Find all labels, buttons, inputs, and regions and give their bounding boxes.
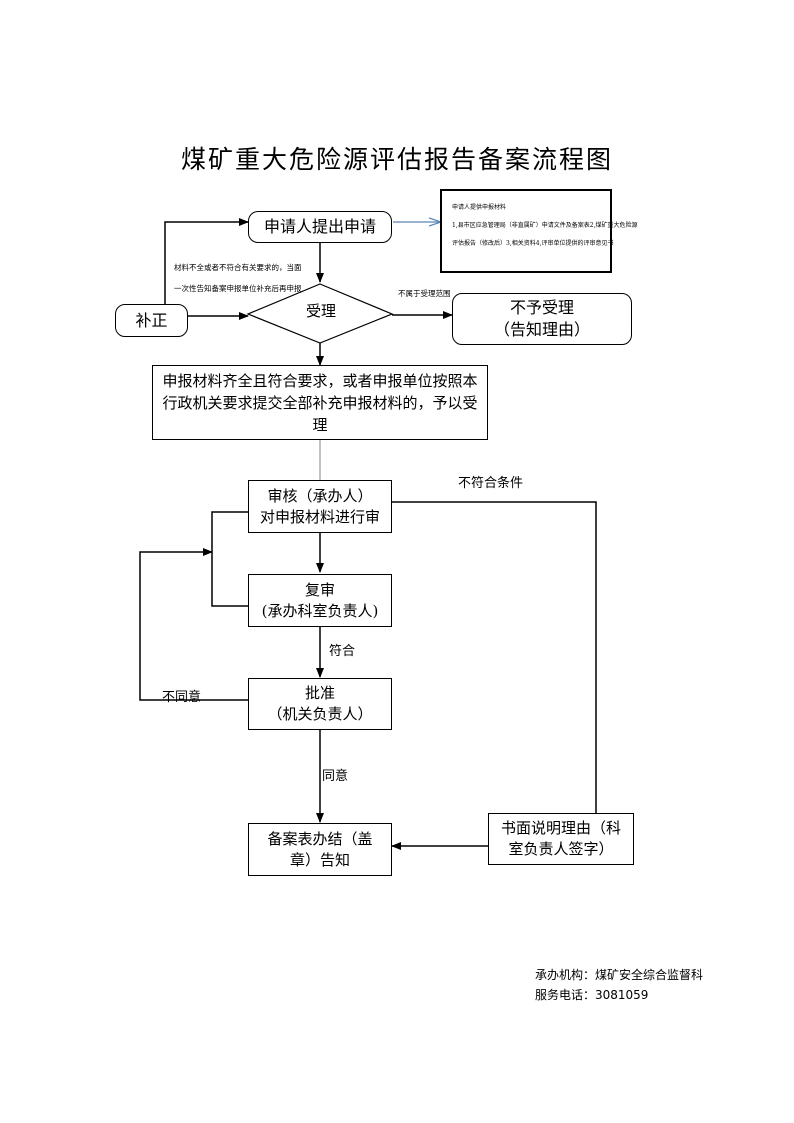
- agree-label: 同意: [322, 769, 349, 784]
- recheck-node: 复审 (承办科室负责人): [248, 574, 392, 627]
- reject-label-line-2: （告知理由）: [493, 320, 590, 339]
- out-of-scope-label: 不属于受理范围: [398, 289, 451, 298]
- complete-node: 申报材料齐全且符合要求，或者申报单位按照本行政机关要求提交全部补充申报材料的，予…: [152, 365, 488, 440]
- reject-node: 不予受理 （告知理由）: [452, 293, 632, 345]
- record-node: 备案表办结（盖章）告知: [248, 823, 392, 876]
- incomplete-note-line-1: 材料不全或者不符合有关要求的，当面: [174, 263, 302, 272]
- apply-label: 申请人提出申请: [263, 217, 376, 236]
- record-label: 备案表办结（盖章）告知: [267, 829, 373, 869]
- footer-org: 承办机构：煤矿安全综合监督科: [535, 968, 704, 982]
- not-meet-label: 不符合条件: [458, 476, 524, 491]
- materials-box: 申请人提供申报材料 1,县市区应急管理局（非直属矿）申请文件及备案表2,煤矿重大…: [440, 189, 638, 273]
- materials-heading: 申请人提供申报材料: [452, 204, 507, 211]
- recheck-back-loop: [211, 511, 248, 607]
- apply-node: 申请人提出申请: [248, 211, 392, 243]
- disagree-label: 不同意: [162, 690, 202, 705]
- materials-line-2: 评估报告（修改后）3,相关资料4,评审单位提供的评审意见书: [452, 240, 614, 247]
- footer-phone: 服务电话：3081059: [535, 988, 649, 1002]
- complete-label: 申报材料齐全且符合要求，或者申报单位按照本行政机关要求提交全部补充申报材料的，予…: [162, 371, 478, 434]
- review-label-line-1: 审核（承办人）: [267, 486, 373, 505]
- materials-line-1: 1,县市区应急管理局（非直属矿）申请文件及备案表2,煤矿重大危险源: [452, 222, 638, 229]
- accept-diamond: [246, 283, 394, 344]
- reject-label-line-1: 不予受理: [509, 298, 574, 317]
- accept-label: 受理: [306, 302, 337, 320]
- approve-node: 批准 （机关负责人）: [248, 678, 392, 730]
- page-title: 煤矿重大危险源评估报告备案流程图: [180, 145, 613, 174]
- correction-label: 补正: [135, 310, 168, 330]
- correction-node: 补正: [115, 304, 188, 337]
- review-to-written-line: [392, 501, 597, 813]
- approve-label-line-1: 批准: [304, 684, 335, 702]
- review-label-line-2: 对申报材料进行审: [259, 507, 380, 526]
- approve-disagree-loop: [139, 548, 248, 701]
- recheck-label-line-2: (承办科室负责人): [261, 601, 379, 620]
- incomplete-note-line-2: 一次性告知备案申报单位补充后再申报: [174, 284, 302, 293]
- review-node: 审核（承办人） 对申报材料进行审: [248, 480, 392, 533]
- correction-to-apply-arrow: [164, 218, 249, 304]
- meet-label: 符合: [329, 644, 356, 659]
- recheck-label-line-1: 复审: [304, 580, 335, 599]
- approve-label-line-2: （机关负责人）: [267, 705, 373, 723]
- written-reason-label: 书面说明理由（科室负责人签字）: [500, 819, 621, 858]
- written-reason-node: 书面说明理由（科室负责人签字）: [488, 813, 634, 865]
